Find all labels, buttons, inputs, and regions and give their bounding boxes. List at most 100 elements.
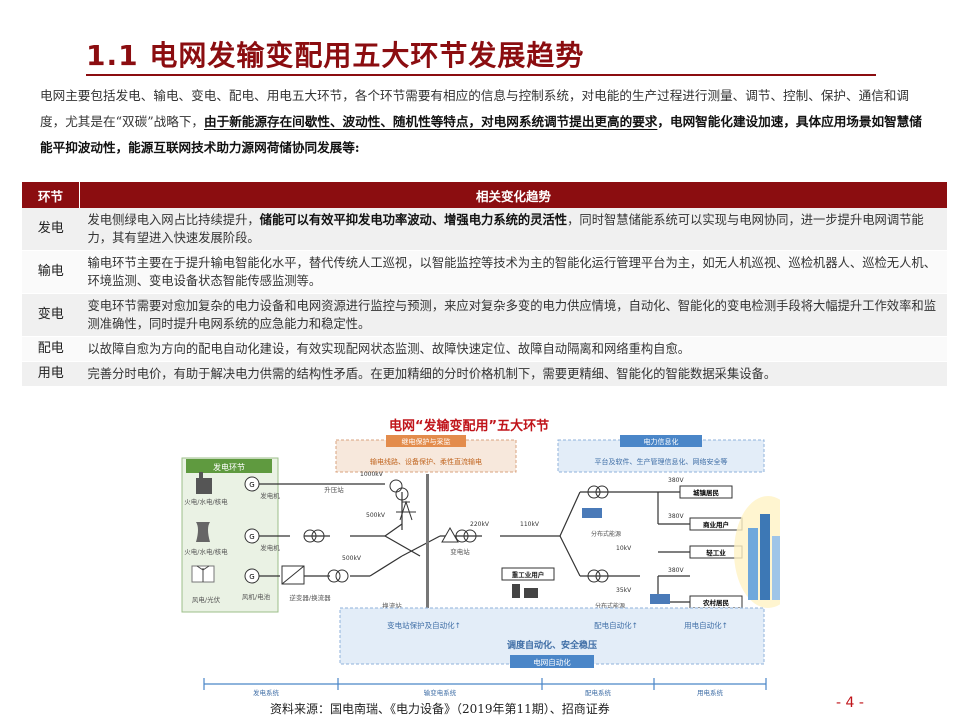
row-text-pre: 发电侧绿电入网占比持续提升， — [87, 213, 260, 227]
protection-header — [386, 435, 466, 447]
transformer-icon — [389, 479, 403, 493]
protection-panel — [335, 439, 517, 473]
row-key: 配电 — [22, 336, 80, 362]
distributed-energy-label-2: 分布式能源 — [595, 602, 625, 610]
transformer-icon — [595, 569, 609, 583]
converter-label: 逆变器/换流器 — [289, 593, 331, 602]
row-text-post: ，同时智慧储能系统可以实现与电网协同，进一步提升电网调节能力，其有望进入快速发展… — [87, 213, 924, 245]
voltage-label: 380V — [668, 513, 684, 520]
separator-pole — [426, 474, 429, 624]
factory-icon — [512, 584, 538, 598]
thermal-plant-icon — [196, 472, 212, 494]
protection-box-label: 继电保护与采监 — [402, 437, 451, 446]
table-row: 用电 完善分时电价，有助于解决电力供需的结构性矛盾。在更加精细的分时价格机制下，… — [22, 361, 947, 387]
transmission-lines — [259, 483, 690, 603]
automation-item: 变电站保护及自动化↑ — [387, 620, 461, 630]
wind-solar-icon — [191, 565, 215, 583]
source-label-2: 火电/水电/核电 — [184, 547, 228, 556]
transformer-icon — [395, 487, 409, 501]
source-note: 资料来源：国电南瑞、《电力设备》（2019年第11期）、招商证券 — [270, 702, 610, 716]
intro-text-1: 电网主要包括发电、输电、变电、配电、用电五大环节，各个环节需要有相应的信息与控制… — [40, 88, 909, 129]
info-box-label: 电力信息化 — [644, 437, 679, 446]
solar-panel-icon — [582, 508, 602, 518]
segment-axis — [203, 678, 767, 690]
user-label: 农村居民 — [702, 598, 730, 607]
row-text: 变电环节需要对愈加复杂的电力设备和电网资源进行监控与预测，来应对复杂多变的电力供… — [79, 293, 947, 337]
city-skyline-icon — [734, 496, 780, 608]
grid-auto-label: 电网自动化 — [533, 657, 571, 667]
transformer-icon — [587, 569, 601, 583]
substation-icon — [441, 526, 459, 543]
industrial-user-label: 重工业用户 — [512, 570, 545, 579]
automation-item: 用电自动化↑ — [684, 620, 728, 630]
user-label: 城镇居民 — [693, 488, 720, 497]
converter-station-label: 换流站 — [382, 601, 402, 610]
dispatch-label: 调度自动化、安全稳压 — [507, 639, 597, 651]
transformer-icon — [327, 569, 341, 583]
intro-paragraph: 电网主要包括发电、输电、变电、配电、用电五大环节，各个环节需要有相应的信息与控制… — [40, 83, 925, 161]
row-key: 用电 — [22, 361, 80, 387]
trends-table: 环节 相关变化趋势 发电 发电侧绿电入网占比持续提升，储能可以有效平抑发电功率波… — [22, 182, 947, 387]
table-row: 发电 发电侧绿电入网占比持续提升，储能可以有效平抑发电功率波动、增强电力系统的灵… — [22, 208, 947, 251]
user-label: 商业用户 — [703, 520, 729, 529]
g-letter-3: G — [249, 573, 254, 581]
table-row: 输电 输电环节主要在于提升输电智能化水平，替代传统人工巡视，以智能监控等技术为主… — [22, 250, 947, 294]
automation-item: 配电自动化↑ — [594, 620, 638, 630]
segment-label: 配电系统 — [585, 688, 612, 697]
title-divider — [86, 74, 876, 76]
voltage-label: 500kV — [366, 512, 386, 519]
distributed-energy-label-1: 分布式能源 — [591, 530, 621, 538]
table-header-row: 环节 相关变化趋势 — [22, 182, 947, 208]
gen-box-header — [186, 459, 272, 473]
grid-diagram: 发电环节 火电/水电/核电 火电/水电/核电 风电/光伏 G G G 发电机 发… — [181, 435, 780, 698]
nuclear-plant-icon — [196, 522, 210, 542]
transformer-icon — [595, 485, 609, 499]
solar-panel-icon — [650, 594, 670, 604]
row-text: 完善分时电价，有助于解决电力供需的结构性矛盾。在更加精细的分时价格机制下，需要更… — [79, 361, 947, 387]
row-text-pre: 以故障自愈为方向的配电自动化建设，有效实现配网状态监测、故障快速定位、故障自动隔… — [87, 342, 691, 356]
voltage-label: 1000kV — [360, 471, 384, 478]
intro-text-3: ，电网智能化建设加速，具体应用场景如智慧储能平抑波动性，能源互联网技术助力源网荷… — [40, 114, 922, 155]
transformer-icon — [455, 529, 469, 543]
info-items: 平台及软件、生产管理信息化、网络安全等 — [595, 457, 728, 466]
row-text-pre: 变电环节需要对愈加复杂的电力设备和电网资源进行监控与预测，来应对复杂多变的电力供… — [87, 299, 937, 331]
transformer-icon — [463, 529, 477, 543]
voltage-label: 110kV — [520, 521, 540, 528]
voltage-label: 380V — [668, 567, 684, 574]
row-key: 输电 — [22, 250, 80, 294]
g-letter-2: G — [249, 533, 254, 541]
transformer-icon — [335, 569, 349, 583]
voltage-label: 35kV — [616, 587, 632, 594]
automation-panel — [339, 607, 765, 665]
row-text: 以故障自愈为方向的配电自动化建设，有效实现配网状态监测、故障快速定位、故障自动隔… — [79, 336, 947, 362]
source-label-1: 火电/水电/核电 — [184, 497, 228, 506]
table-row: 变电 变电环节需要对愈加复杂的电力设备和电网资源进行监控与预测，来应对复杂多变的… — [22, 293, 947, 337]
row-text: 输电环节主要在于提升输电智能化水平，替代传统人工巡视，以智能监控等技术为主的智能… — [79, 250, 947, 294]
gen-box-label: 发电环节 — [213, 462, 245, 472]
transformer-icon — [587, 485, 601, 499]
row-key: 发电 — [22, 208, 80, 251]
transmission-tower-icon — [396, 500, 416, 521]
step-up-label: 升压站 — [324, 485, 344, 494]
page-number: - 4 - — [836, 695, 864, 711]
generator-label-1: 发电机 — [260, 491, 280, 500]
diagram-title: 电网“发输变配用”五大环节 — [389, 419, 550, 434]
protection-items: 输电线路、设备保护、柔性直流输电 — [370, 457, 482, 466]
header-segment: 环节 — [22, 182, 80, 208]
user-label: 轻工业 — [706, 548, 726, 557]
header-trend: 相关变化趋势 — [79, 182, 947, 208]
voltage-label: 380V — [668, 477, 684, 484]
segment-label: 发电系统 — [253, 688, 280, 697]
transformer-icon — [303, 529, 317, 543]
row-text-pre: 输电环节主要在于提升输电智能化水平，替代传统人工巡视，以智能监控等技术为主的智能… — [87, 256, 937, 288]
row-text-bold: 储能可以有效平抑发电功率波动、增强电力系统的灵活性 — [259, 212, 568, 227]
source-label-3: 风电/光伏 — [192, 595, 221, 604]
intro-highlight: 由于新能源存在间歇性、波动性、随机性等特点，对电网系统调节提出更高的要求 — [204, 114, 658, 129]
row-key: 变电 — [22, 293, 80, 337]
substation-label: 变电站 — [450, 547, 470, 556]
g-letter-1: G — [249, 481, 254, 489]
segment-label: 输变电系统 — [424, 688, 457, 697]
segment-label: 用电系统 — [697, 688, 724, 697]
generator-label-2: 发电机 — [260, 543, 280, 552]
segment-label-bg — [238, 688, 294, 698]
